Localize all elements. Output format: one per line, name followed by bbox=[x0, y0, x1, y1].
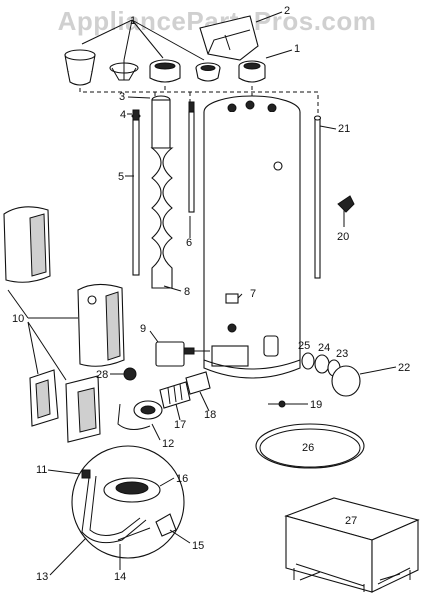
heater-stand-27 bbox=[284, 497, 420, 593]
water-heater-tank bbox=[203, 95, 301, 379]
inner-door-left bbox=[29, 369, 59, 427]
callout-11: 11 bbox=[36, 464, 47, 476]
dip-tube-part bbox=[188, 101, 195, 213]
callout-17: 17 bbox=[174, 419, 186, 431]
burner-detail-circle bbox=[71, 445, 185, 559]
callout-20: 20 bbox=[337, 231, 349, 243]
callout-24: 24 bbox=[318, 342, 330, 354]
callout-13: 13 bbox=[36, 571, 48, 583]
callout-19: 19 bbox=[310, 399, 322, 411]
vent-bracket-part bbox=[199, 15, 259, 61]
screw-19 bbox=[268, 400, 286, 408]
flue-collar-part-small bbox=[195, 62, 221, 82]
manifold-door-18 bbox=[185, 371, 211, 395]
callout-8: 8 bbox=[184, 286, 190, 298]
inspection-cover-22 bbox=[331, 365, 361, 397]
callout-22: 22 bbox=[398, 362, 410, 374]
thermocouple-bracket-17 bbox=[159, 381, 191, 409]
callout-23: 23 bbox=[336, 348, 348, 360]
drain-pan-26 bbox=[255, 423, 365, 469]
callout-25: 25 bbox=[298, 340, 310, 352]
inspection-gasket-24 bbox=[314, 354, 330, 374]
callout-7: 7 bbox=[250, 288, 256, 300]
inner-door-right bbox=[65, 375, 101, 443]
draft-hood-part bbox=[64, 49, 96, 86]
callout-14: 14 bbox=[114, 571, 126, 583]
inspection-gasket-25 bbox=[301, 352, 315, 370]
callout-12: 12 bbox=[162, 438, 174, 450]
callout-10: 10 bbox=[12, 313, 24, 325]
jacket-panel-large bbox=[3, 206, 51, 283]
callout-5: 5 bbox=[118, 171, 124, 183]
callout-1-right: 1 bbox=[294, 43, 300, 55]
flue-adapter-part bbox=[238, 60, 266, 83]
flue-collar-part-large bbox=[149, 59, 181, 83]
relief-valve-rod-part bbox=[313, 115, 322, 279]
drain-valve-part bbox=[337, 195, 355, 213]
callout-3: 3 bbox=[119, 91, 125, 103]
anode-rod-part bbox=[131, 109, 141, 276]
callout-1-top: 1 bbox=[130, 15, 136, 27]
assembly-line bbox=[79, 88, 319, 120]
callout-21: 21 bbox=[338, 123, 350, 135]
flue-baffle-part bbox=[150, 95, 174, 289]
callout-4: 4 bbox=[120, 109, 126, 121]
callout-15: 15 bbox=[192, 540, 204, 552]
gas-control-valve bbox=[155, 341, 210, 367]
leader-lines bbox=[7, 11, 397, 576]
baffle-part bbox=[109, 60, 139, 81]
jacket-panel-door bbox=[77, 283, 125, 367]
callout-16: 16 bbox=[176, 473, 188, 485]
callout-2: 2 bbox=[284, 5, 290, 17]
callout-28: 28 bbox=[96, 369, 108, 381]
callout-26: 26 bbox=[302, 442, 314, 454]
burner-assembly-12 bbox=[117, 400, 163, 430]
callout-6: 6 bbox=[186, 237, 192, 249]
callout-18: 18 bbox=[204, 409, 216, 421]
callout-27: 27 bbox=[345, 515, 357, 527]
callout-9: 9 bbox=[140, 323, 146, 335]
